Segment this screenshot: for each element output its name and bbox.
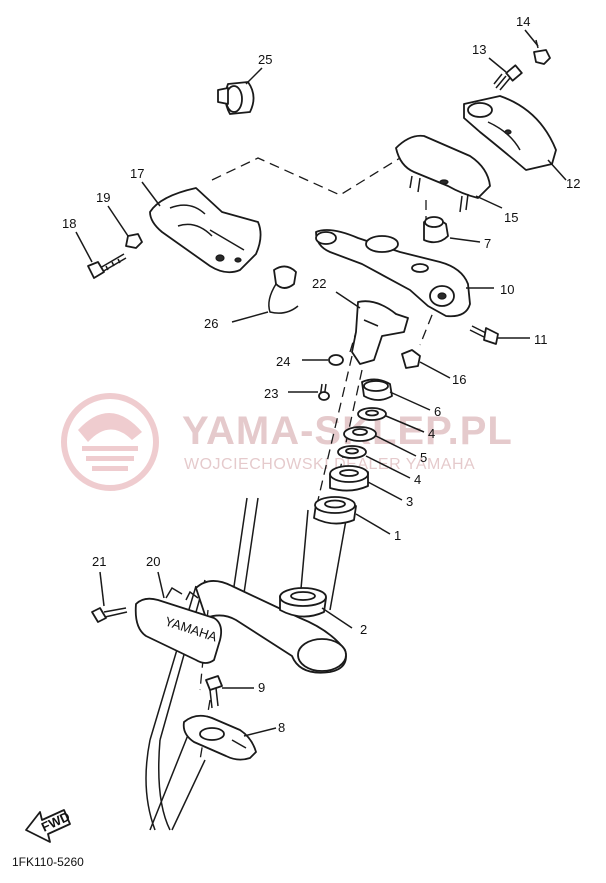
callout-23: 23 (264, 386, 278, 401)
part-1-ball-race (313, 496, 357, 525)
watermark-logo (61, 393, 159, 491)
callout-11: 11 (534, 332, 548, 347)
callout-9: 9 (258, 680, 265, 695)
callout-6: 6 (434, 404, 441, 419)
part-23-screw (318, 383, 330, 401)
callout-18: 18 (62, 216, 76, 231)
part-26-clamp (268, 265, 299, 314)
callout-19: 19 (96, 190, 110, 205)
part-9-bolt (205, 675, 223, 709)
part-21-screw (91, 607, 128, 623)
part-2-ball-race (279, 587, 327, 618)
callout-12: 12 (566, 176, 580, 191)
callout-1: 1 (394, 528, 401, 543)
part-11-bolt (469, 325, 499, 345)
callout-2: 2 (360, 622, 367, 637)
fwd-arrow: FWD (25, 809, 72, 843)
part-7-nut (423, 216, 449, 244)
callout-25: 25 (258, 52, 272, 67)
callout-13: 13 (472, 42, 486, 57)
part-19-nut (125, 233, 143, 249)
part-14-bolt (533, 39, 551, 65)
part-6-lock-washer (361, 378, 393, 401)
part-12-handlebar-holder (463, 95, 557, 171)
leader-lines (75, 29, 567, 737)
part-16-nut (401, 349, 421, 369)
callout-16: 16 (452, 372, 466, 387)
callout-4b: 4 (414, 472, 421, 487)
callout-15: 15 (504, 210, 518, 225)
part-25-bushing (217, 81, 255, 115)
part-4b-washer (337, 445, 367, 459)
part-10-under-bracket (315, 229, 471, 318)
part-4a-washer (357, 407, 387, 421)
part-20-emblem: YAMAHA (134, 586, 223, 664)
part-18-bolt (87, 253, 127, 279)
part-24-nut (328, 354, 344, 366)
callout-3: 3 (406, 494, 413, 509)
callout-8: 8 (278, 720, 285, 735)
callout-20: 20 (146, 554, 160, 569)
callout-labels: 14 13 25 12 17 19 18 15 7 22 10 26 11 24… (62, 14, 580, 735)
callout-10: 10 (500, 282, 514, 297)
part-17-cover (149, 187, 262, 274)
callout-7: 7 (484, 236, 491, 251)
callout-21: 21 (92, 554, 106, 569)
callout-22: 22 (312, 276, 326, 291)
callout-26: 26 (204, 316, 218, 331)
part-13-bolt (493, 64, 523, 91)
fork-outline (145, 497, 347, 831)
callout-4a: 4 (428, 426, 435, 441)
watermark-subtitle: WOJCIECHOWSKI DEALER YAMAHA (184, 456, 475, 473)
part-5-ring-nut (343, 426, 377, 442)
part-3-bearing-cover (329, 465, 369, 492)
part-22-bracket (351, 300, 409, 365)
callout-5: 5 (420, 450, 427, 465)
diagram-code: 1FK110-5260 (12, 855, 84, 869)
part-15-lower-holder (395, 134, 491, 213)
watermark: YAMA-SKLEP.PL WOJCIECHOWSKI DEALER YAMAH… (61, 393, 512, 491)
callout-24: 24 (276, 354, 290, 369)
callout-17: 17 (130, 166, 144, 181)
part-8-hose-holder (182, 714, 257, 761)
callout-14: 14 (516, 14, 530, 29)
